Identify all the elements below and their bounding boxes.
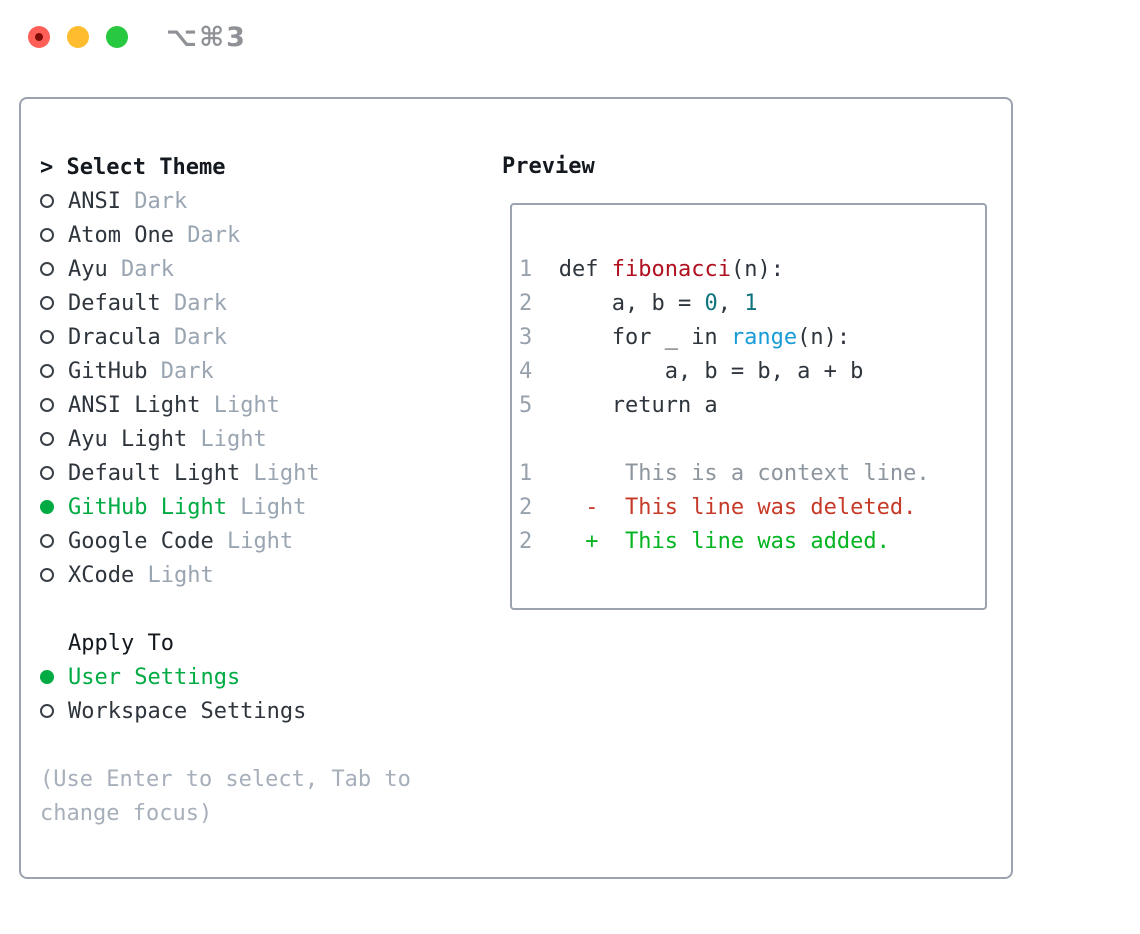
option-label: Google Code bbox=[68, 528, 214, 554]
theme-option-ansi[interactable]: ANSI Dark bbox=[40, 184, 411, 218]
option-label: GitHub bbox=[68, 358, 148, 384]
radio-icon bbox=[40, 500, 54, 514]
apply-to-title: Apply To bbox=[68, 630, 174, 656]
option-variant: Light bbox=[200, 392, 280, 418]
radio-icon bbox=[40, 296, 54, 310]
preview-line: 5 return a bbox=[519, 393, 718, 418]
radio-icon bbox=[40, 262, 54, 276]
radio-icon bbox=[40, 670, 54, 684]
close-dot-icon bbox=[35, 33, 43, 41]
preview-title: Preview bbox=[502, 154, 595, 179]
zoom-button[interactable] bbox=[106, 26, 128, 48]
theme-option-ayu[interactable]: Ayu Dark bbox=[40, 252, 411, 286]
theme-option-dracula[interactable]: Dracula Dark bbox=[40, 320, 411, 354]
radio-icon bbox=[40, 364, 54, 378]
theme-option-ansi-light[interactable]: ANSI Light Light bbox=[40, 388, 411, 422]
theme-option-default-light[interactable]: Default Light Light bbox=[40, 456, 411, 490]
window-title-shortcut: ⌥⌘3 bbox=[166, 22, 247, 53]
option-label: Atom One bbox=[68, 222, 174, 248]
option-label: Workspace Settings bbox=[68, 698, 307, 724]
line-number: 2 bbox=[519, 291, 533, 316]
radio-icon bbox=[40, 568, 54, 582]
apply-to-options: User Settings Workspace Settings bbox=[40, 660, 411, 728]
apply-to-section: Apply To User Settings Workspace Setting… bbox=[40, 626, 411, 728]
radio-icon bbox=[40, 228, 54, 242]
option-label: Ayu Light bbox=[68, 426, 188, 452]
option-variant: Dark bbox=[107, 256, 174, 282]
select-theme-title: Select Theme bbox=[66, 154, 226, 180]
option-variant: Light bbox=[187, 426, 267, 452]
option-label: Default bbox=[68, 290, 161, 316]
option-label: User Settings bbox=[68, 664, 241, 690]
preview-line: 3 for _ in range(n): bbox=[519, 325, 851, 350]
option-label: ANSI bbox=[68, 188, 121, 214]
theme-option-github[interactable]: GitHub Dark bbox=[40, 354, 411, 388]
option-variant: Light bbox=[213, 528, 294, 554]
line-number: 3 bbox=[519, 325, 533, 350]
hint-line-1: (Use Enter to select, Tab to bbox=[40, 766, 411, 792]
option-variant: Dark bbox=[147, 358, 214, 384]
option-variant: Dark bbox=[173, 222, 241, 248]
line-number: 4 bbox=[519, 359, 533, 384]
line-number: 2 bbox=[519, 495, 533, 520]
theme-option-default[interactable]: Default Dark bbox=[40, 286, 411, 320]
preview-line bbox=[519, 423, 930, 457]
preview-box: 1 def fibonacci(n): 2 a, b = 0, 1 3 for _ … bbox=[510, 203, 987, 610]
option-label: XCode bbox=[68, 562, 135, 588]
line-number: 1 bbox=[519, 257, 533, 282]
radio-icon bbox=[40, 398, 54, 412]
radio-icon bbox=[40, 330, 54, 344]
theme-picker-panel: > Select Theme ANSI Dark Atom One Dark Ay… bbox=[19, 97, 1013, 879]
option-label: GitHub Light bbox=[68, 494, 227, 520]
keyboard-hint: (Use Enter to select, Tab to change focu… bbox=[40, 762, 411, 830]
minimize-button[interactable] bbox=[67, 26, 89, 48]
apply-option-user-settings[interactable]: User Settings bbox=[40, 660, 411, 694]
line-number: 1 bbox=[519, 461, 533, 486]
hint-line-2: change focus) bbox=[40, 800, 213, 826]
option-variant: Light bbox=[240, 460, 320, 486]
theme-option-xcode[interactable]: XCode Light bbox=[40, 558, 411, 592]
option-label: Ayu bbox=[68, 256, 108, 282]
theme-picker-column: > Select Theme ANSI Dark Atom One Dark Ay… bbox=[40, 150, 411, 830]
theme-option-google-code[interactable]: Google Code Light bbox=[40, 524, 411, 558]
option-variant: Light bbox=[226, 494, 307, 520]
select-theme-title-row: > Select Theme bbox=[40, 150, 411, 184]
preview-line: 2 a, b = 0, 1 bbox=[519, 291, 758, 316]
line-number: 5 bbox=[519, 393, 533, 418]
close-button[interactable] bbox=[28, 26, 50, 48]
option-variant: Light bbox=[134, 562, 214, 588]
radio-icon bbox=[40, 432, 54, 446]
theme-list: ANSI Dark Atom One Dark Ayu Dark Default… bbox=[40, 184, 411, 592]
line-number: 2 bbox=[519, 529, 533, 554]
window-titlebar: ⌥⌘3 bbox=[0, 0, 1140, 75]
prompt-icon: > bbox=[40, 154, 54, 180]
apply-option-workspace-settings[interactable]: Workspace Settings bbox=[40, 694, 411, 728]
option-label: ANSI Light bbox=[68, 392, 201, 418]
radio-icon bbox=[40, 534, 54, 548]
option-label: Dracula bbox=[68, 324, 161, 350]
theme-option-atom-one[interactable]: Atom One Dark bbox=[40, 218, 411, 252]
theme-option-github-light[interactable]: GitHub Light Light bbox=[40, 490, 411, 524]
preview-line: 1 def fibonacci(n): bbox=[519, 257, 784, 282]
code-preview: 1 def fibonacci(n): 2 a, b = 0, 1 3 for _ … bbox=[519, 253, 930, 559]
radio-icon bbox=[40, 466, 54, 480]
theme-option-ayu-light[interactable]: Ayu Light Light bbox=[40, 422, 411, 456]
option-variant: Dark bbox=[120, 188, 188, 214]
option-variant: Dark bbox=[160, 290, 227, 316]
option-variant: Dark bbox=[160, 324, 227, 350]
preview-line: 2 + This line was added. bbox=[519, 529, 890, 554]
preview-line: 1 This is a context line. bbox=[519, 461, 930, 486]
option-label: Default Light bbox=[68, 460, 241, 486]
radio-icon bbox=[40, 704, 54, 718]
preview-line: 4 a, b = b, a + b bbox=[519, 359, 864, 384]
preview-line: 2 - This line was deleted. bbox=[519, 495, 917, 520]
radio-icon bbox=[40, 194, 54, 208]
